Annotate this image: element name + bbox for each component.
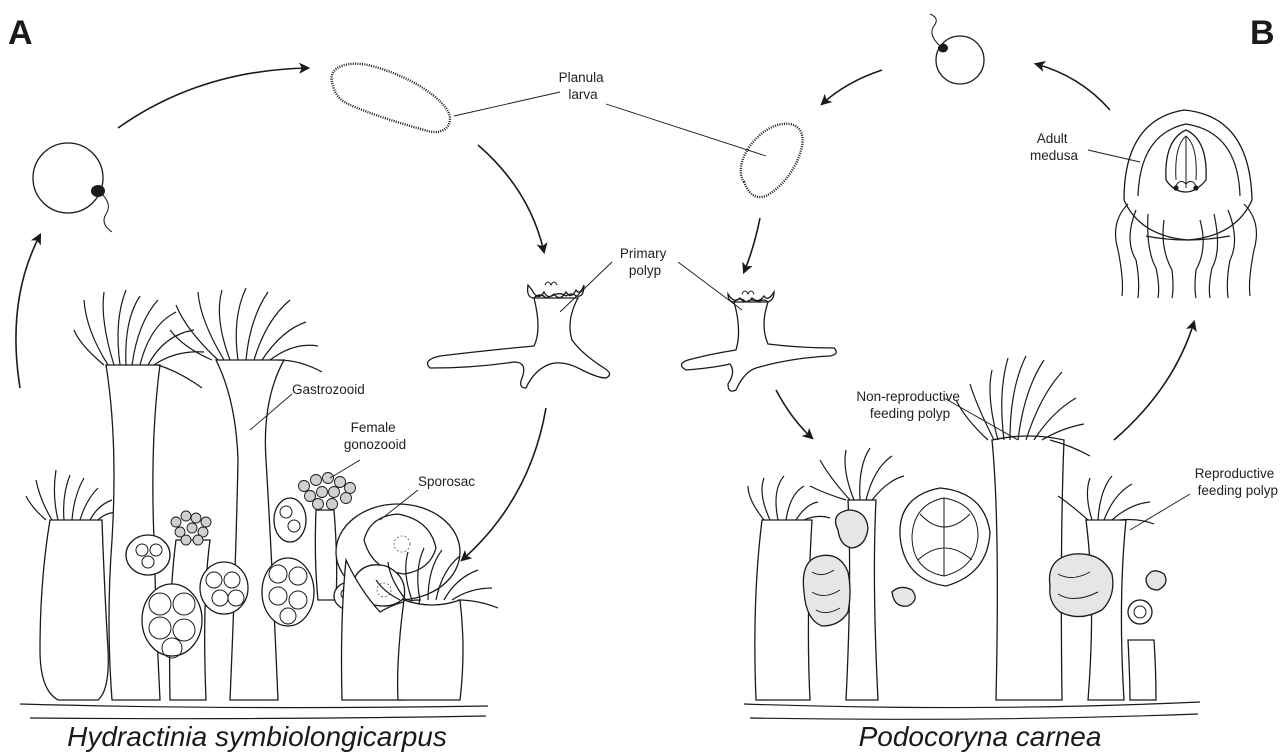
planula-larva-icon xyxy=(741,124,803,197)
label-gastrozooid: Gastrozooid xyxy=(292,382,365,397)
arrow-icon xyxy=(776,390,812,438)
arrow-icon xyxy=(478,145,544,252)
label-adult-medusa: Adult medusa xyxy=(1030,131,1079,163)
planula-larva-icon xyxy=(332,64,450,132)
egg-with-sperm-icon xyxy=(33,143,112,232)
species-name-a: Hydractinia symbiolongicarpus xyxy=(67,721,447,752)
arrow-icon xyxy=(822,70,882,104)
leader-line xyxy=(454,92,560,116)
label-sporosac: Sporosac xyxy=(418,474,475,489)
arrow-icon xyxy=(1114,322,1194,440)
podocoryna-colony-illustration xyxy=(744,356,1200,719)
panel-letter-b: B xyxy=(1250,14,1275,52)
label-non-reproductive-feeding-polyp: Non-reproductive feeding polyp xyxy=(856,389,963,421)
medusa-bud-icon xyxy=(892,488,990,606)
label-reproductive-feeding-polyp: Reproductive feeding polyp xyxy=(1195,466,1278,498)
adult-medusa-icon xyxy=(1116,110,1257,298)
hydractinia-colony-illustration xyxy=(20,288,498,719)
egg-with-sperm-icon xyxy=(930,14,984,84)
primary-polyp-icon xyxy=(681,291,836,391)
arrow-icon xyxy=(1036,64,1110,110)
species-name-b: Podocoryna carnea xyxy=(859,721,1102,752)
leader-line xyxy=(1130,494,1190,530)
label-female-gonozooid: Female gonozooid xyxy=(344,420,406,452)
label-planula-larva: Planula larva xyxy=(559,70,608,102)
label-primary-polyp: Primary polyp xyxy=(620,246,670,278)
primary-polyp-icon xyxy=(428,282,610,388)
leader-line xyxy=(560,262,612,312)
leader-line xyxy=(606,104,766,156)
panel-letter-a: A xyxy=(8,14,33,52)
leader-line xyxy=(330,460,360,478)
arrow-icon xyxy=(118,68,308,128)
arrow-icon xyxy=(744,218,760,272)
leader-line xyxy=(678,262,742,310)
arrow-icon xyxy=(16,235,40,388)
